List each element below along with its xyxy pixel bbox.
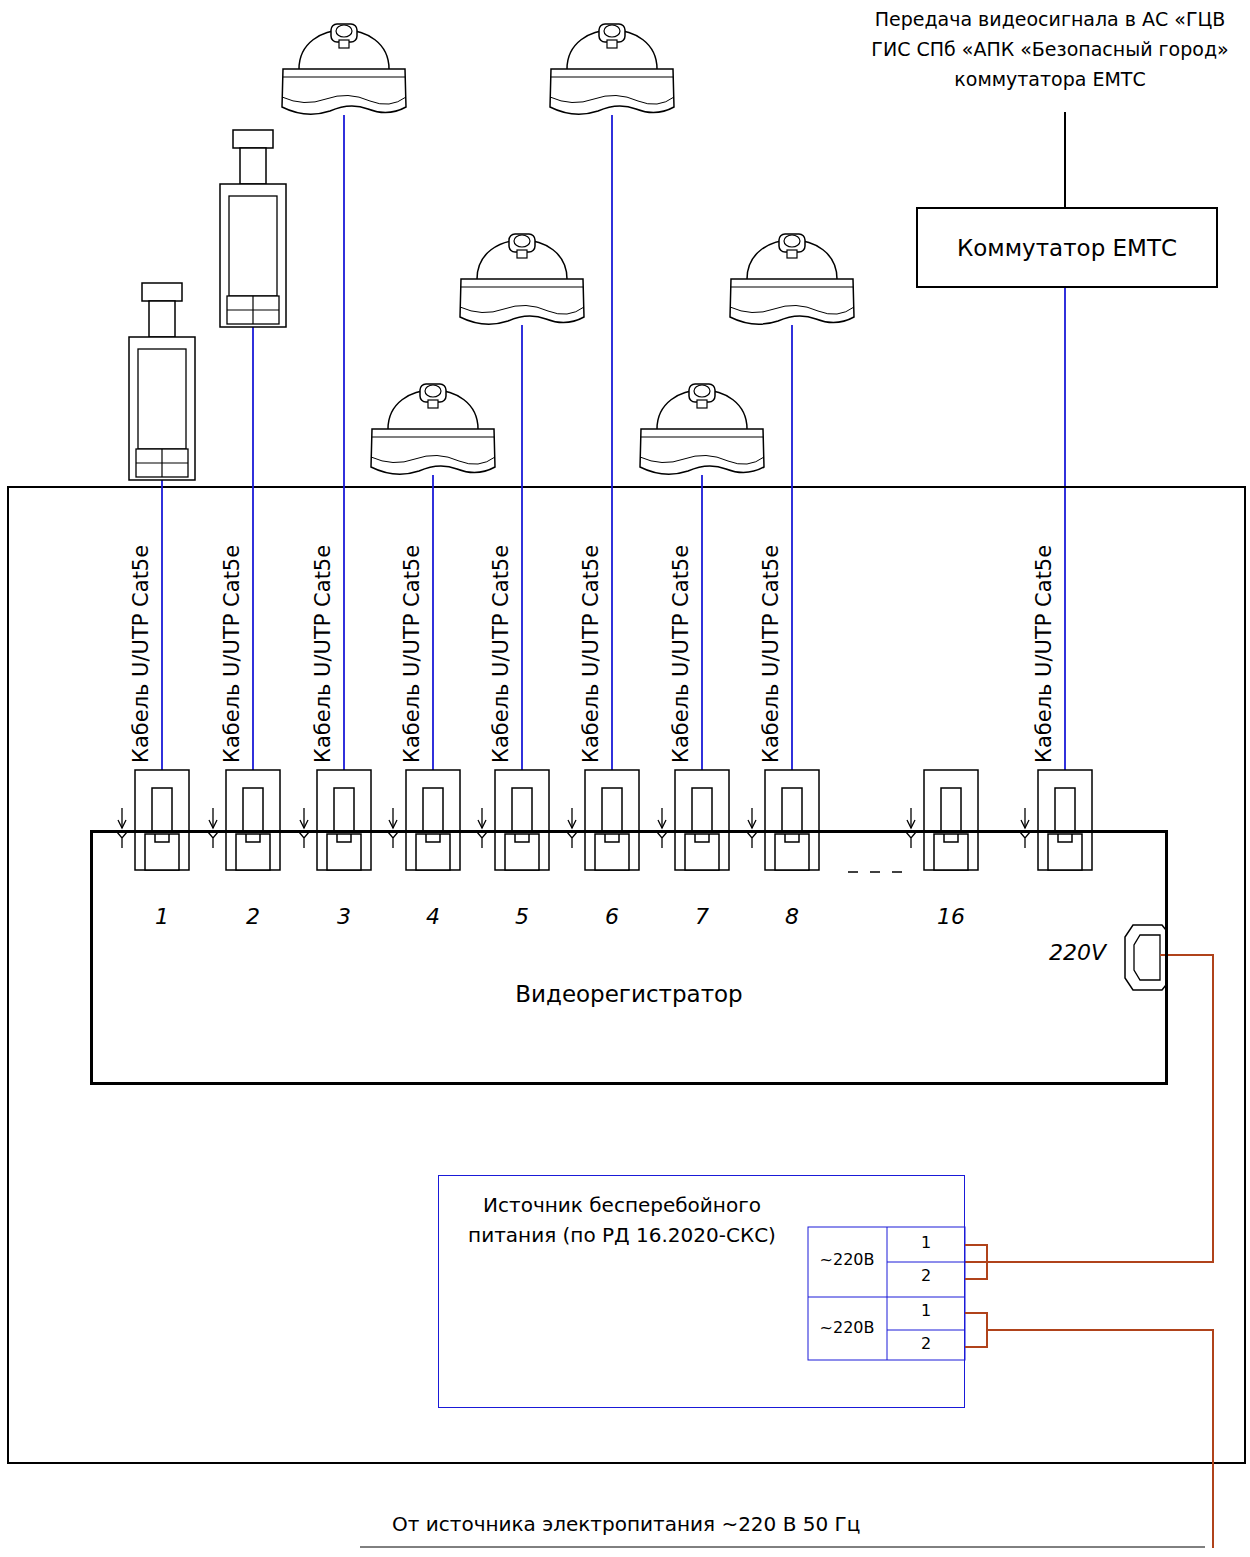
cable-label: Кабель U/UTP Cat5e — [489, 545, 514, 763]
port-number: 16 — [937, 904, 965, 930]
cable-label: Кабель U/UTP Cat5e — [400, 545, 425, 763]
pin-number: 1 — [921, 1233, 931, 1252]
recorder-box: Видеорегистратор — [90, 830, 1168, 1085]
port-number: 6 — [605, 904, 619, 930]
terminal-label: ~220В — [820, 1250, 875, 1269]
port-number: 2 — [246, 904, 260, 930]
port-number: 7 — [695, 904, 709, 930]
ups-box: Источник бесперебойного питания (по РД 1… — [438, 1175, 965, 1408]
node-text: Источник бесперебойного питания (по РД 1… — [447, 1190, 797, 1250]
cable-label: Кабель U/UTP Cat5e — [220, 545, 245, 763]
port-number: 5 — [515, 904, 529, 930]
note-text: Передача видеосигнала в АС «ГЦВ ГИС СПб … — [860, 4, 1240, 94]
cable-line — [1064, 288, 1066, 830]
source-note: От источника электропитания ~220 В 50 Гц — [392, 1512, 860, 1536]
cable-label: Кабель U/UTP Cat5e — [759, 545, 784, 763]
terminal-label: ~220В — [820, 1318, 875, 1337]
power-wire — [965, 955, 1213, 1262]
port-number: 1 — [155, 904, 169, 930]
switch-box: Коммутатор ЕМТС — [916, 207, 1218, 288]
cable-label: Кабель U/UTP Cat5e — [129, 545, 154, 763]
pin-number: 2 — [921, 1266, 931, 1285]
node-text: Видеорегистратор — [515, 981, 742, 1007]
power-label: 220V — [1049, 940, 1106, 966]
port-number: 8 — [785, 904, 799, 930]
cable-label: Кабель U/UTP Cat5e — [311, 545, 336, 763]
port-number: 3 — [337, 904, 351, 930]
port-number: 4 — [426, 904, 440, 930]
pin-number: 1 — [921, 1301, 931, 1320]
pin-number: 2 — [921, 1334, 931, 1353]
cable-label: Кабель U/UTP Cat5e — [669, 545, 694, 763]
cable-label: Кабель U/UTP Cat5e — [579, 545, 604, 763]
cable-label: Кабель U/UTP Cat5e — [1032, 545, 1057, 763]
node-text: Коммутатор ЕМТС — [957, 235, 1177, 261]
